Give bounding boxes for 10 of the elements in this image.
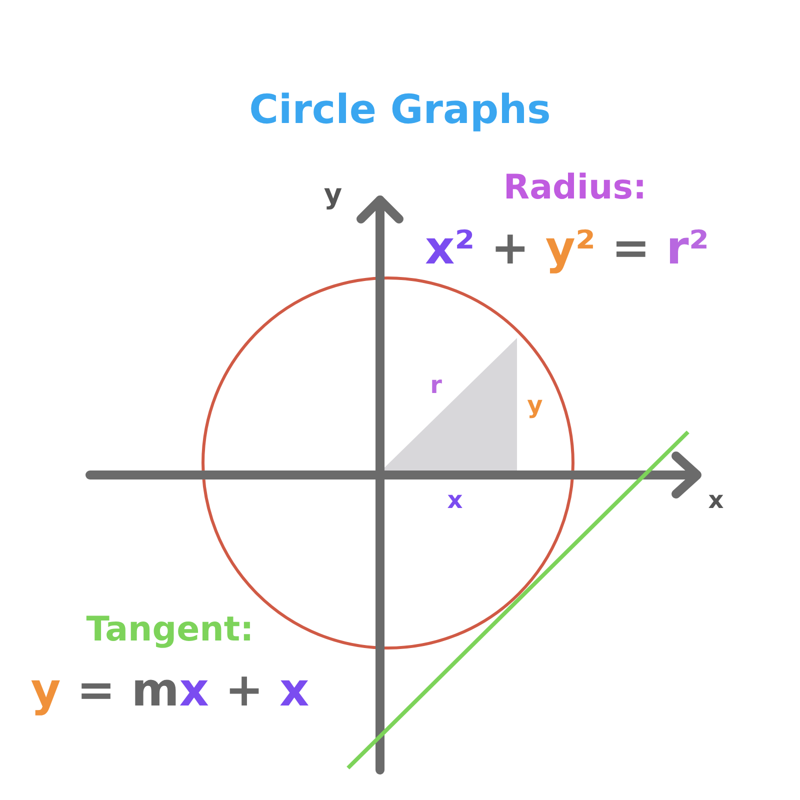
side-label: r xyxy=(430,372,442,398)
axis-label: x xyxy=(708,486,724,514)
equation: x² + y² = r² xyxy=(425,222,709,274)
heading-label: Tangent: xyxy=(86,611,254,649)
title: Circle Graphs xyxy=(249,88,551,132)
equation: y = mx + x xyxy=(30,664,310,716)
heading-label: Radius: xyxy=(503,169,647,207)
side-label: y xyxy=(527,392,543,418)
axis-label: y xyxy=(324,180,342,210)
side-label: x xyxy=(447,486,463,514)
